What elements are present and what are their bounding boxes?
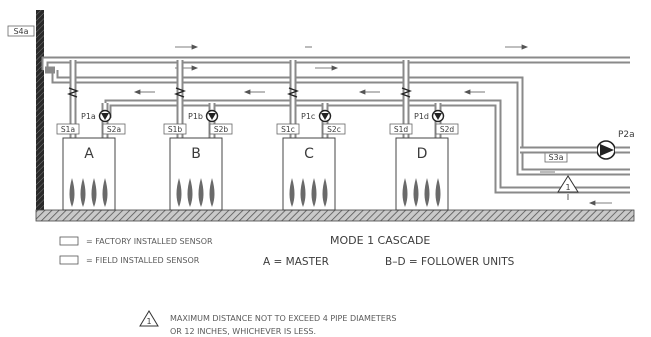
note-line-1: MAXIMUM DISTANCE NOT TO EXCEED 4 PIPE DI… [170, 314, 396, 323]
sensor-box-right [209, 123, 233, 135]
sensor-label-right: S2d [440, 125, 455, 134]
note-triangle-icon [139, 310, 159, 327]
note-mark: 1 [146, 317, 151, 326]
check-valve-icon [400, 87, 412, 98]
sensor-box-right [102, 123, 126, 135]
flame-icon [402, 178, 408, 207]
system-pump-label: P2a [618, 130, 635, 140]
sensor-box-right [435, 123, 459, 135]
flame-icon [198, 178, 204, 207]
legend-field-label: = FIELD INSTALLED SENSOR [86, 256, 200, 265]
flow-arrows [133, 44, 612, 206]
pump-label: P1a [81, 112, 96, 121]
legend-factory-label: = FACTORY INSTALLED SENSOR [86, 237, 213, 246]
flame-icon [102, 178, 108, 207]
flame-icon [413, 178, 419, 207]
system-sensor-label: S3a [548, 153, 563, 162]
flame-icon [322, 178, 328, 207]
sensor-box-left [163, 123, 187, 135]
flame-icon [80, 178, 86, 207]
sensor-box-right [322, 123, 346, 135]
followers-label: B–D = FOLLOWER UNITS [385, 256, 515, 268]
master-label: A = MASTER [263, 256, 329, 268]
flame-icon [209, 178, 215, 207]
sensor-box-left [276, 123, 300, 135]
wall-sensor-label: S4a [13, 27, 28, 36]
check-valve-icon [287, 87, 299, 98]
wall [36, 10, 44, 210]
flame-icon [289, 178, 295, 207]
boiler-letter: D [417, 146, 428, 162]
flame-icon [311, 178, 317, 207]
boiler-letter: B [191, 146, 201, 162]
sensor-label-left: S1a [61, 125, 75, 134]
check-valve-icon [174, 87, 186, 98]
sensor-label-left: S1d [394, 125, 409, 134]
legend-field-swatch [59, 255, 79, 265]
sensor-label-left: S1b [168, 125, 183, 134]
wall-sensor-box [7, 25, 35, 37]
sensor-label-right: S2c [327, 125, 341, 134]
flame-icon [435, 178, 441, 207]
warning-mark: 1 [565, 183, 570, 192]
note-line-2: OR 12 INCHES, WHICHEVER IS LESS. [170, 327, 316, 336]
pump-label: P1b [188, 112, 203, 121]
sensor-label-right: S2a [107, 125, 121, 134]
sensor-label-left: S1c [281, 125, 295, 134]
sensor-box-left [389, 123, 413, 135]
sensor-label-right: S2b [214, 125, 229, 134]
flame-icon [424, 178, 430, 207]
check-valve-icon [67, 87, 79, 98]
pump-label: P1c [301, 112, 315, 121]
flame-icon [91, 178, 97, 207]
warning-triangle-icon [557, 175, 579, 193]
flame-icon [300, 178, 306, 207]
pump-label: P1d [414, 112, 429, 121]
flame-icon [69, 178, 75, 207]
flame-icon [187, 178, 193, 207]
floor [35, 209, 635, 222]
sensor-box-left [56, 123, 80, 135]
diagram-title: MODE 1 CASCADE [330, 234, 430, 247]
flame-icon [176, 178, 182, 207]
boiler-letter: A [84, 146, 94, 162]
boiler-letter: C [304, 146, 314, 162]
legend-factory-swatch [59, 236, 79, 246]
